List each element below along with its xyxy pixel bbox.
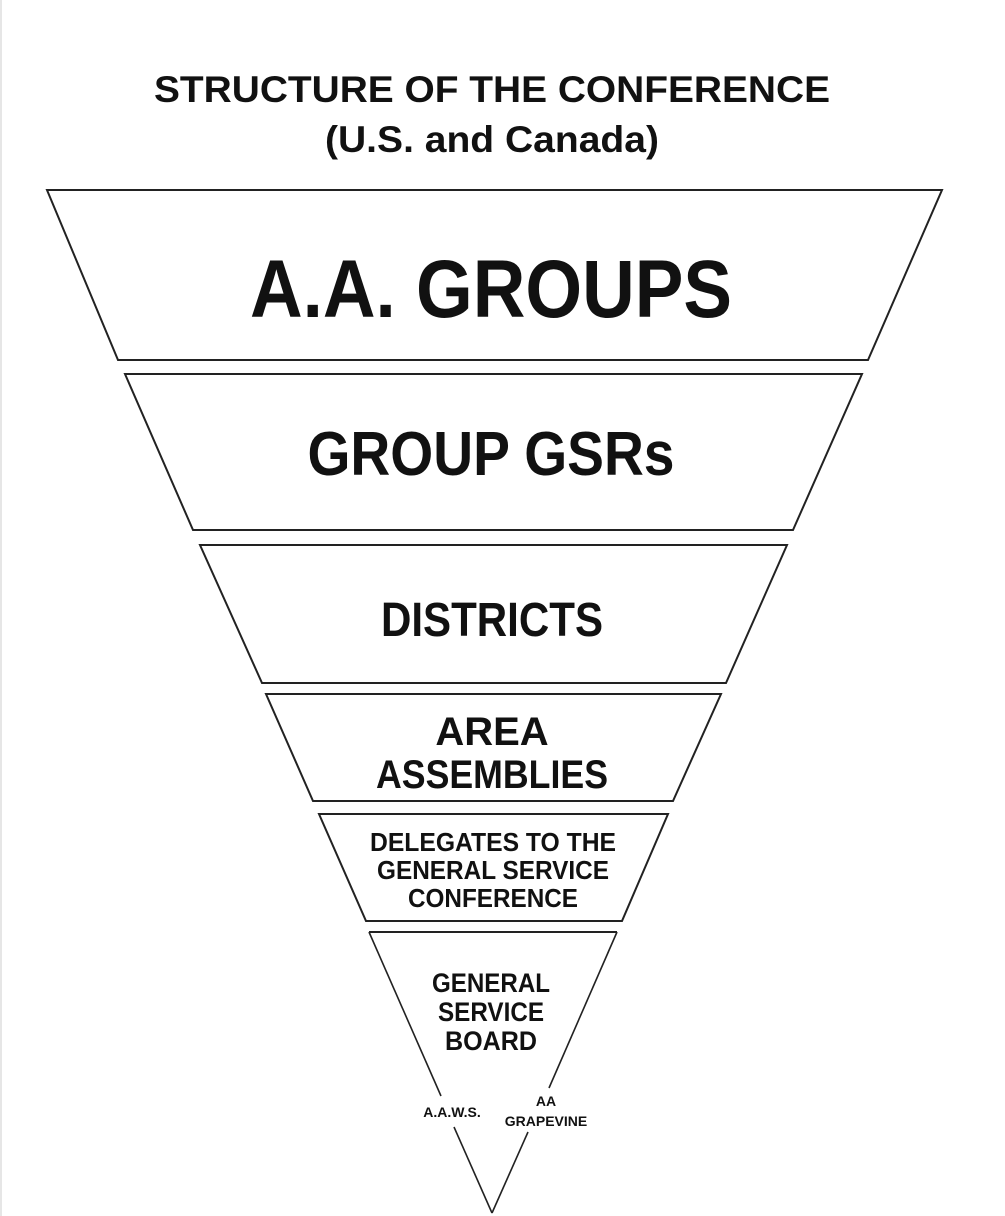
- level-label: DISTRICTS: [381, 594, 603, 647]
- level-label: GENERAL: [432, 968, 550, 998]
- title-line-2: (U.S. and Canada): [325, 119, 659, 160]
- level-label: CONFERENCE: [408, 883, 578, 913]
- level-label: A.A. GROUPS: [250, 244, 732, 335]
- branch-grapevine-label-2: GRAPEVINE: [505, 1113, 587, 1129]
- level-label: AREA: [435, 710, 548, 754]
- level-label: GROUP GSRs: [308, 420, 675, 489]
- level-label: GENERAL SERVICE: [377, 855, 609, 885]
- page-edge: [0, 0, 2, 1216]
- title-line-1: STRUCTURE OF THE CONFERENCE: [154, 69, 830, 110]
- level-area-assemblies: AREA ASSEMBLIES: [264, 693, 723, 802]
- level-delegates: DELEGATES TO THE GENERAL SERVICE CONFERE…: [317, 813, 670, 922]
- level-right-edge: [548, 931, 618, 1089]
- level-label: ASSEMBLIES: [376, 753, 608, 797]
- branch-aaws-label: A.A.W.S.: [423, 1104, 481, 1120]
- level-aa-groups: A.A. GROUPS: [45, 189, 944, 361]
- level-shape: [317, 813, 670, 922]
- level-districts: DISTRICTS: [198, 544, 789, 684]
- level-label: BOARD: [445, 1026, 537, 1056]
- level-group-gsrs: GROUP GSRs: [123, 373, 864, 531]
- level-shape: [45, 189, 944, 361]
- level-right-edge-lower: [491, 1131, 529, 1214]
- level-shape: [123, 373, 864, 531]
- level-general-service-board: GENERAL SERVICE BOARD A.A.W.S. AA GRAPEV…: [368, 931, 618, 1214]
- level-shape: [264, 693, 723, 802]
- level-label: SERVICE: [438, 997, 544, 1027]
- level-left-edge: [368, 931, 442, 1097]
- level-label: DELEGATES TO THE: [370, 827, 616, 857]
- level-shape: [198, 544, 789, 684]
- branch-grapevine-label-1: AA: [536, 1093, 556, 1109]
- level-left-edge-lower: [453, 1126, 493, 1214]
